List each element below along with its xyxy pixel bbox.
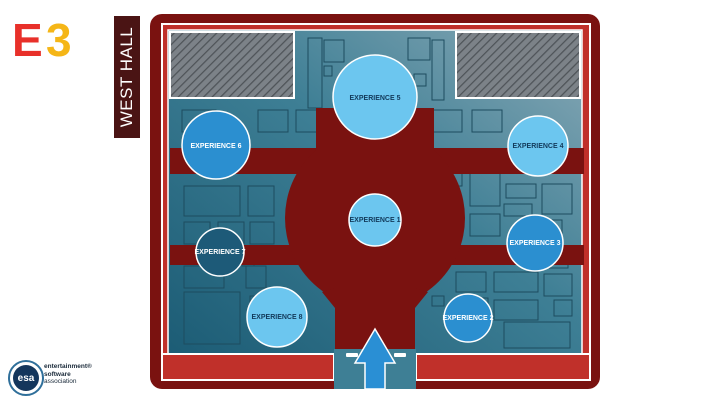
experience-2-label: EXPERIENCE 2	[443, 315, 494, 322]
floor-map: EXPERIENCE 1 EXPERIENCE 2 EXPERIENCE 3 E…	[150, 14, 600, 389]
experience-8[interactable]: EXPERIENCE 8	[246, 286, 308, 348]
restricted-area-right	[455, 31, 581, 99]
experience-7-label: EXPERIENCE 7	[195, 249, 246, 256]
experience-5-marker	[332, 54, 418, 140]
experience-2-marker	[443, 293, 493, 343]
esa-org-line-3: association	[44, 378, 77, 385]
e3-logo: E 3	[12, 14, 72, 64]
entrance-ledge-left	[161, 353, 335, 381]
entrance-door-left	[346, 353, 358, 357]
experience-7[interactable]: EXPERIENCE 7	[195, 227, 246, 277]
entrance-door-right	[394, 353, 406, 357]
experience-1-marker	[348, 193, 402, 247]
experience-6[interactable]: EXPERIENCE 6	[181, 110, 251, 180]
entrance-ledge-right	[415, 353, 591, 381]
experience-6-marker	[181, 110, 251, 180]
e3-logo-3: 3	[46, 14, 72, 64]
esa-org-line-1: entertainment®	[44, 363, 92, 370]
experience-8-label: EXPERIENCE 8	[252, 314, 303, 321]
experience-1[interactable]: EXPERIENCE 1	[348, 193, 402, 247]
esa-logo-text: esa	[18, 373, 35, 384]
esa-org-line-2: software	[44, 370, 71, 378]
experience-8-marker	[246, 286, 308, 348]
esa-logo: esa	[8, 360, 44, 396]
experience-6-label: EXPERIENCE 6	[191, 143, 242, 150]
experience-3-marker	[506, 214, 564, 272]
experience-2[interactable]: EXPERIENCE 2	[443, 293, 494, 343]
experience-4[interactable]: EXPERIENCE 4	[507, 115, 569, 177]
experience-4-marker	[507, 115, 569, 177]
restricted-area-left	[169, 31, 295, 99]
experience-1-label: EXPERIENCE 1	[350, 217, 401, 224]
experience-3-label: EXPERIENCE 3	[510, 240, 561, 247]
hall-name: WEST HALL	[117, 26, 136, 128]
experience-3[interactable]: EXPERIENCE 3	[506, 214, 564, 272]
e3-logo-e: E	[12, 14, 43, 64]
experience-7-marker	[195, 227, 245, 277]
entrance-arrow-icon	[353, 327, 397, 389]
experience-5-label: EXPERIENCE 5	[350, 95, 401, 102]
experience-5[interactable]: EXPERIENCE 5	[332, 54, 418, 140]
experience-4-label: EXPERIENCE 4	[513, 143, 564, 150]
esa-org-name: entertainment® software association	[44, 363, 92, 386]
hall-name-tag: WEST HALL	[114, 16, 140, 138]
